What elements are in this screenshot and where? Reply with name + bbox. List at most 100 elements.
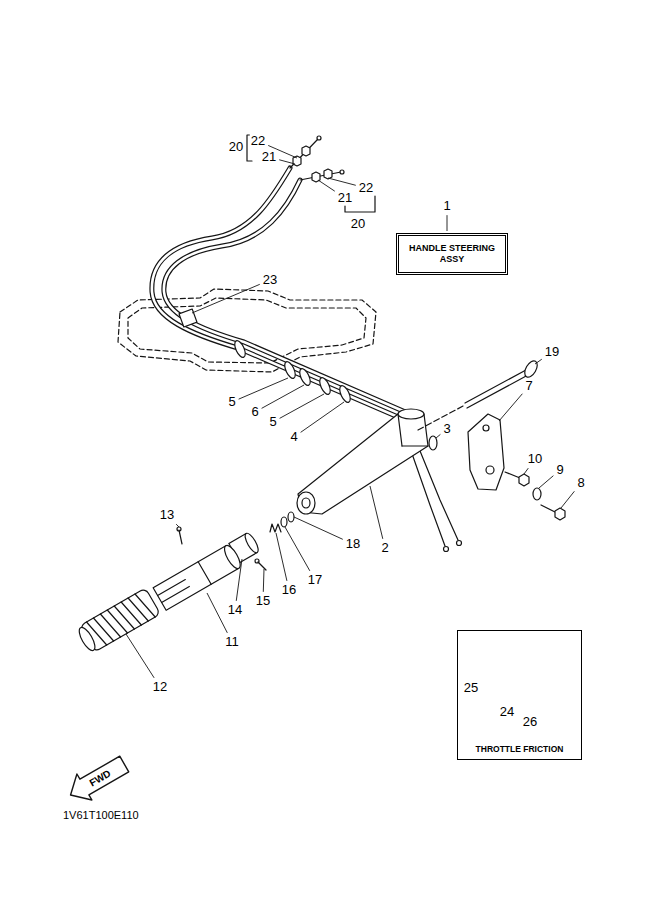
leader-line [285,527,310,571]
washer [338,384,353,404]
callout-number: 3 [442,422,451,436]
leader-line [262,385,304,408]
callout-number: 1 [442,199,451,213]
leader-line [447,215,448,231]
throttle-collar [243,531,261,554]
leader-line [301,402,344,432]
leader-line [176,524,179,527]
callout-number: 20 [228,140,244,154]
spring [270,524,281,532]
steering-bracket [298,414,428,514]
pivot-bolt [465,370,526,403]
washer [281,517,287,527]
washer [533,488,541,500]
steering-bracket [402,445,428,446]
throttle-cable [164,180,410,414]
callout-number: 16 [281,583,297,597]
leader-line [207,593,227,633]
callout-number: 6 [250,405,259,419]
rod-end [340,170,344,174]
washer [283,360,298,380]
cable-end [410,448,445,546]
bolt [519,474,529,486]
leader-line [436,434,440,438]
rubber-grip [75,588,160,654]
box-title: HANDLE STEERING ASSY [404,243,500,266]
throttle-cable [164,180,410,414]
nut [302,146,310,156]
bolt [541,505,555,512]
callout-number: 22 [358,181,374,195]
steering-bracket [398,414,402,446]
pivot-bolt [522,359,540,380]
grip-knurl [87,591,156,648]
nut [324,169,332,179]
callout-number: 17 [307,573,323,587]
cable-end [444,547,449,552]
nut [293,156,301,166]
throttle-grip [153,543,243,610]
callout-number: 22 [250,134,266,148]
bolt [555,508,565,520]
screw [177,527,181,531]
leader-line [276,533,287,581]
leader-line [370,486,383,539]
washer [233,339,248,359]
throttle-cable [152,168,405,420]
leader-line [318,180,335,191]
callout-number: 21 [337,191,353,205]
callout-number: 2 [380,541,389,555]
leader-line [561,491,574,508]
callout-number: 7 [524,379,533,393]
leader-line [279,160,295,164]
throttle-grip [222,543,244,571]
title-box: HANDLE STEERING ASSY [396,233,508,275]
leader-line [328,178,356,185]
bolt [505,472,520,478]
screw [179,530,182,544]
leader-line [280,394,324,418]
callout-number: 18 [345,537,361,551]
callout-number: 21 [261,150,277,164]
drawing-code: 1V61T100E110 [62,809,140,821]
callout-number: 8 [576,476,585,490]
washer [318,376,333,396]
throttle-grip [153,562,211,611]
steering-bracket [398,409,424,419]
callout-number: 13 [159,508,175,522]
bracket-boss [302,498,310,508]
forward-arrow [63,751,132,808]
bracket-plate [468,414,504,490]
throttle-cable [152,168,405,420]
callout-number: 24 [499,705,515,719]
callout-number: 25 [463,681,479,695]
leader-line [236,559,242,601]
callout-number: 11 [224,635,240,649]
callout-number: 19 [544,345,560,359]
washer [429,436,437,450]
leader-line [126,634,154,678]
bracket-plate [486,466,494,474]
leader-line [535,359,542,364]
callout-number: 23 [262,273,278,287]
leader-line [524,468,528,474]
callout-number: 12 [152,680,168,694]
cable-end [457,541,462,546]
callout-number: 5 [268,415,277,429]
callout-number: 20 [350,217,366,231]
leader-line [294,517,343,539]
callout-number: 15 [255,594,271,608]
screw [258,562,266,570]
washer [288,512,294,522]
callout-number: 14 [227,603,243,617]
rubber-grip [76,625,98,653]
callout-number: 9 [555,463,564,477]
leader-line [499,394,522,421]
washer [298,367,313,387]
leader-line [192,284,260,313]
pivot-bolt [467,375,528,408]
bracket-boss [297,492,315,514]
callout-number: 5 [227,395,236,409]
leader-line [539,476,553,488]
